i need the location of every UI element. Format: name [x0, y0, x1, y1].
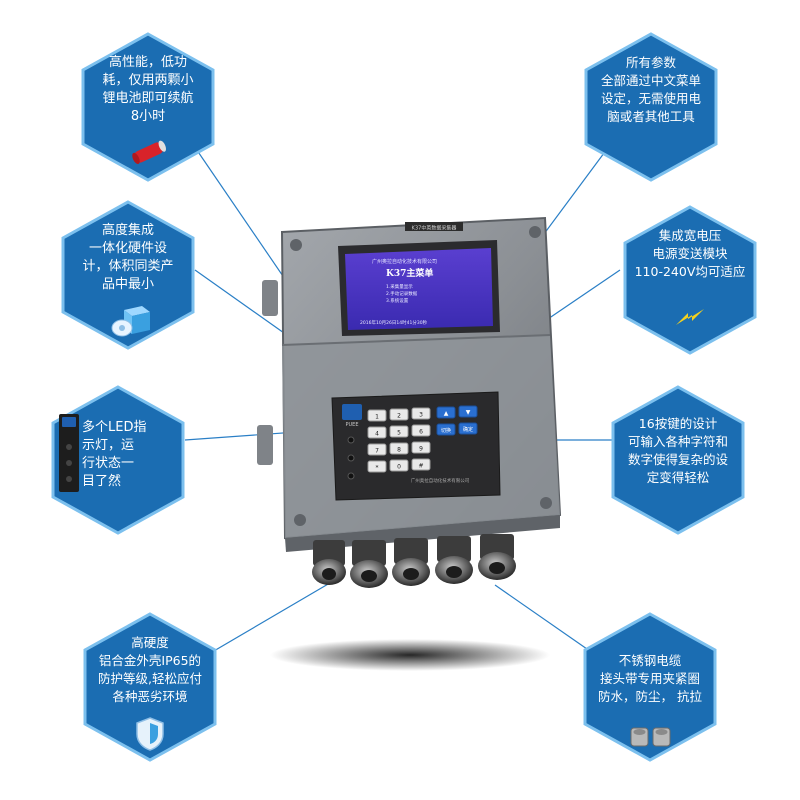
svg-text:1: 1: [375, 414, 379, 421]
top-label-text: K37中英数据采集器: [412, 225, 457, 232]
feature-led-badge: 多个LED指 示灯，运 行状态一 目了然: [50, 385, 186, 535]
key-switch[interactable]: [436, 423, 456, 436]
hexagon-shape: [623, 205, 757, 355]
feature-power-text: 集成宽电压 电源变送模块 110-240V均可适应: [634, 228, 746, 279]
key-4[interactable]: [367, 426, 387, 439]
device-shadow: [270, 639, 550, 671]
keypad-company-text: 广州奥拉自动化技术有限公司: [411, 477, 470, 484]
key-switch-label: 切换: [441, 427, 451, 434]
key-up[interactable]: [436, 406, 456, 419]
shield-icon: [136, 717, 164, 751]
feature-menu-text: 所有参数 全部通过中文菜单 设定，无需使用电 脑或者其他工具: [600, 55, 701, 124]
feature-cable-badge: 不锈钢电缆 接头带专用夹紧圈 防水，防尘， 抗拉: [582, 612, 718, 762]
cable-gland: [350, 540, 388, 588]
hexagon-shape: [583, 612, 717, 762]
screen-menu-item-2: 2.手动记录数据: [386, 290, 418, 297]
housing-screws: [290, 226, 552, 526]
key-hash[interactable]: [411, 458, 431, 471]
feature-menu-badge: 所有参数 全部通过中文菜单 设定，无需使用电 脑或者其他工具: [583, 32, 719, 182]
key-1[interactable]: [367, 409, 387, 422]
key-9[interactable]: [411, 441, 431, 454]
svg-text:3: 3: [419, 412, 423, 419]
svg-text:7: 7: [375, 448, 379, 455]
key-7[interactable]: [367, 443, 387, 456]
svg-text:▼: ▼: [466, 409, 471, 416]
hexagon-shape: [81, 32, 215, 182]
cable-glands: [312, 534, 516, 588]
key-8[interactable]: [389, 442, 409, 455]
svg-text:9: 9: [419, 446, 423, 453]
svg-text:0: 0: [397, 464, 401, 471]
lightning-icon: [676, 309, 704, 325]
hexagon-shape: [83, 612, 217, 762]
hexagon-shape: [61, 200, 195, 350]
feature-led-text: 多个LED指 示灯，运 行状态一 目了然: [82, 420, 147, 489]
key-3[interactable]: [411, 407, 431, 420]
mount-ear-lower: [257, 425, 273, 465]
screen-menu-item-1: 1.采集量显示: [386, 283, 413, 290]
status-leds: [347, 436, 355, 480]
key-2[interactable]: [389, 408, 409, 421]
svg-text:▲: ▲: [444, 410, 449, 417]
feature-housing-badge: 高硬度 铝合金外壳IP65的 防护等级,轻松应付 各种恶劣环境: [82, 612, 218, 762]
screen-company-text: 广州奥拉自动化技术有限公司: [372, 258, 437, 265]
svg-text:2: 2: [397, 413, 401, 420]
key-5[interactable]: [389, 425, 409, 438]
feature-battery-text: 高性能，低功 耗，仅用两颗小 锂电池即可续航 8小时: [102, 55, 194, 124]
led-panel-icon: [59, 414, 79, 492]
feature-battery-badge: 高性能，低功 耗，仅用两颗小 锂电池即可续航 8小时: [80, 32, 216, 182]
key-star[interactable]: [367, 460, 387, 473]
feature-keypad-text: 16按键的设计 可输入各种字符和 数字使得复杂的设 定变得轻松: [627, 416, 728, 485]
cable-gland: [478, 534, 516, 580]
brand-logo-text: PUEE: [346, 422, 359, 428]
screen-status-text: 2016年10月26日14时41分30秒: [360, 319, 428, 326]
key-confirm-label: 确定: [463, 426, 473, 433]
cable-gland: [435, 536, 473, 584]
cable-gland-icon: [630, 727, 671, 747]
feature-power-badge: 集成宽电压 电源变送模块 110-240V均可适应: [622, 205, 758, 355]
svg-text:8: 8: [397, 447, 401, 454]
svg-text:6: 6: [419, 429, 423, 436]
top-label-strip: [405, 222, 463, 231]
key-0[interactable]: [389, 459, 409, 472]
hexagon-shape: [51, 385, 185, 535]
hexagon-shape: [584, 32, 718, 182]
key-down[interactable]: [458, 405, 478, 418]
battery-icon: [132, 140, 166, 165]
cable-gland: [312, 540, 346, 585]
screen-title: K37主菜单: [386, 267, 433, 279]
screen-menu-item-3: 3.系统设置: [386, 297, 409, 304]
svg-text:#: #: [418, 463, 423, 470]
key-confirm[interactable]: [458, 422, 478, 435]
feature-keypad-badge: 16按键的设计 可输入各种字符和 数字使得复杂的设 定变得轻松: [610, 385, 746, 535]
svg-text:4: 4: [375, 431, 379, 438]
hexagon-shape: [611, 385, 745, 535]
keypad-keys: 1 2 3 4 5 6 7 8 9 * 0 # ▲ ▼ 切换 确定: [367, 405, 478, 473]
cable-gland: [392, 538, 430, 586]
feature-integration-badge: 高度集成 一体化硬件设 计，体积同类产 品中最小: [60, 200, 196, 350]
svg-text:5: 5: [397, 430, 401, 437]
mount-ear-upper: [262, 280, 278, 316]
feature-cable-text: 不锈钢电缆 接头带专用夹紧圈 防水，防尘， 抗拉: [598, 653, 702, 704]
brand-logo-icon: [342, 404, 362, 420]
key-6[interactable]: [411, 424, 431, 437]
svg-text:*: *: [376, 465, 379, 472]
chip-box-icon: [111, 306, 150, 337]
feature-integration-text: 高度集成 一体化硬件设 计，体积同类产 品中最小: [82, 223, 174, 292]
lcd-screen: [345, 248, 493, 330]
feature-housing-text: 高硬度 铝合金外壳IP65的 防护等级,轻松应付 各种恶劣环境: [98, 635, 202, 704]
